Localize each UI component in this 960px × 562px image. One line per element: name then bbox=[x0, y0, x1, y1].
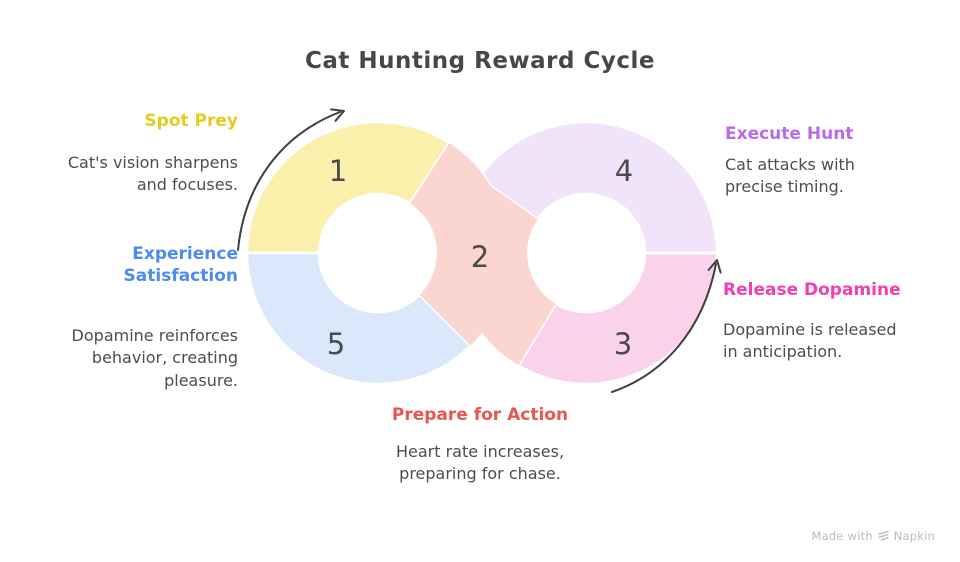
segment-2-prepare-for-action bbox=[455, 177, 556, 366]
segment-3-release-dopamine bbox=[517, 251, 719, 386]
page-title: Cat Hunting Reward Cycle bbox=[304, 48, 655, 74]
made-with-napkin-credit: Made with Napkin bbox=[812, 529, 936, 543]
step-3-description: Dopamine is released in anticipation. bbox=[723, 320, 897, 362]
step-5-label: Experience Satisfaction bbox=[123, 244, 238, 287]
step-4-label: Execute Hunt bbox=[725, 124, 854, 144]
made-with-text: Made with bbox=[811, 529, 873, 543]
step-5-description: Dopamine reinforces behavior, creating p… bbox=[71, 326, 238, 390]
segment-1-number: 1 bbox=[329, 154, 347, 188]
step-2-description: Heart rate increases, preparing for chas… bbox=[395, 442, 565, 484]
segment-5-number: 5 bbox=[327, 327, 345, 361]
step-3-label: Release Dopamine bbox=[723, 280, 901, 300]
flow-arrow-top-left bbox=[237, 108, 345, 251]
segment-5-experience-satisfaction bbox=[245, 251, 472, 386]
napkin-brand-text: Napkin bbox=[893, 529, 935, 543]
step-1-label: Spot Prey bbox=[144, 111, 238, 131]
segment-2-number: 2 bbox=[471, 240, 489, 274]
step-1-description: Cat's vision sharpens and focuses. bbox=[67, 153, 238, 195]
step-2-label: Prepare for Action bbox=[391, 405, 569, 425]
segment-3-number: 3 bbox=[614, 327, 632, 361]
step-4-description: Cat attacks with precise timing. bbox=[725, 155, 855, 197]
segment-4-execute-hunt bbox=[477, 120, 719, 255]
napkin-logo-icon bbox=[878, 530, 889, 541]
flow-arrow-bottom-right bbox=[611, 259, 722, 393]
segment-1-spot-prey bbox=[245, 120, 451, 255]
segment-4-number: 4 bbox=[615, 154, 633, 188]
